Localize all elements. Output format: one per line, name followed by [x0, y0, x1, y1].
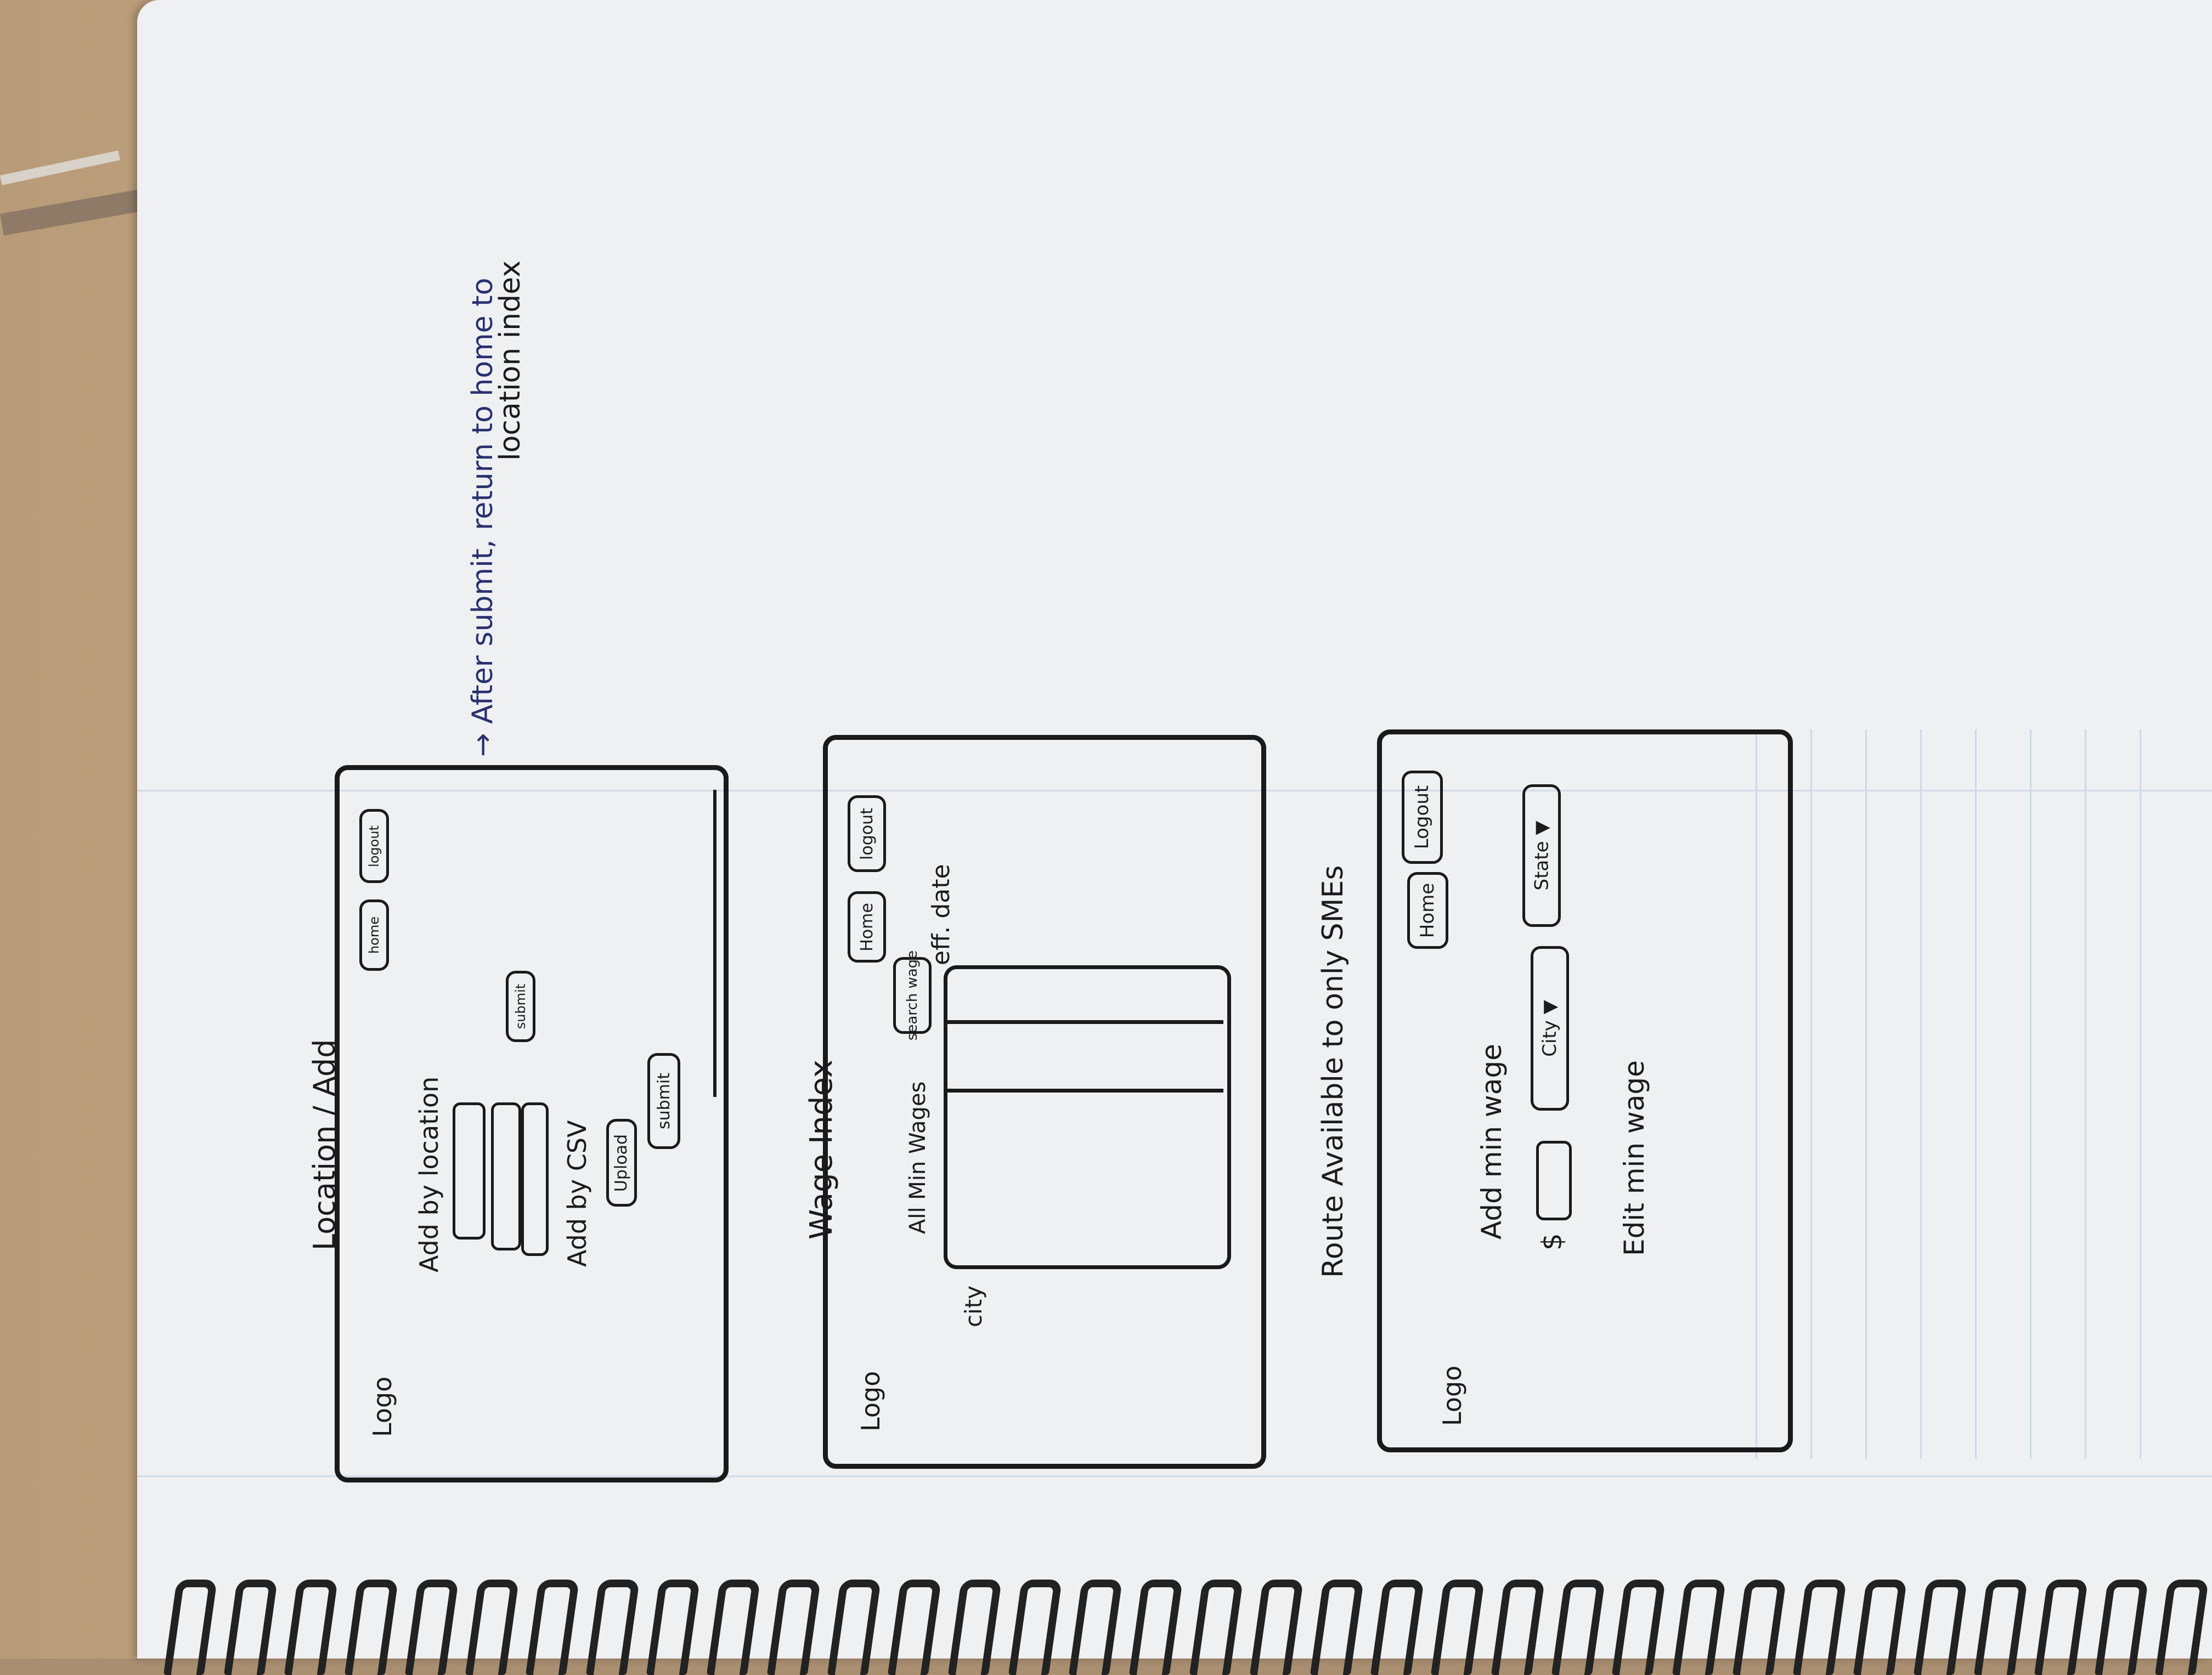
margin-line — [137, 790, 2212, 791]
page3-city-dropdown[interactable]: City ▼ — [1531, 946, 1569, 1111]
page1-submit-location-button[interactable]: submit — [506, 971, 535, 1042]
page3-state-dropdown[interactable]: State ▼ — [1522, 784, 1561, 927]
page3-edit-min-wage-label: Edit min wage — [1618, 1060, 1650, 1256]
page1-submit-csv-button[interactable]: submit — [647, 1053, 680, 1149]
ruled-line — [1975, 729, 1977, 1459]
notebook-page — [137, 0, 2212, 1659]
page2-wage-table — [944, 965, 1231, 1269]
page3-wage-input[interactable] — [1536, 1141, 1572, 1220]
page1-add-by-csv-label: Add by CSV — [562, 1120, 592, 1267]
page1-home-button[interactable]: home — [359, 899, 389, 971]
page1-location-field-1[interactable] — [453, 1102, 486, 1240]
margin-line — [137, 1475, 2212, 1477]
route-note: Route Available to only SMEs — [1317, 865, 1350, 1278]
page2-logo: Logo — [856, 1371, 885, 1431]
page2-home-button[interactable]: Home — [848, 891, 886, 963]
page3-add-min-wage-label: Add min wage — [1476, 1044, 1508, 1240]
ruled-line — [2140, 729, 2141, 1459]
page1-add-by-location-label: Add by location — [414, 1076, 444, 1272]
page2-logout-button[interactable]: logout — [848, 795, 886, 872]
page1-wireframe — [335, 765, 729, 1482]
note-location-index-text: location index — [494, 260, 527, 461]
page2-search-wage-button[interactable]: search wage — [893, 950, 932, 1040]
page1-upload-button[interactable]: Upload — [606, 1119, 637, 1207]
page3-logout-button[interactable]: Logout — [1402, 771, 1443, 864]
ruled-line — [2030, 729, 2032, 1459]
page2-all-min-wages-label: All Min Wages — [905, 1081, 930, 1234]
ruled-line — [1756, 729, 1757, 1459]
page1-scroll-line — [713, 790, 716, 1097]
ruled-line — [1920, 729, 1922, 1459]
ruled-line — [1865, 729, 1867, 1459]
page2-wireframe — [823, 735, 1266, 1469]
ruled-line — [2085, 729, 2086, 1459]
page2-table-row-divider — [944, 1020, 1223, 1024]
page1-location-field-3[interactable] — [521, 1102, 549, 1256]
page3-wireframe — [1377, 729, 1793, 1452]
page2-eff-date-annotation: eff. date — [927, 864, 955, 965]
page3-home-button[interactable]: Home — [1407, 872, 1448, 949]
ruled-line — [1810, 729, 1812, 1459]
page2-city-annotation: city — [960, 1285, 987, 1327]
page2-table-row-divider — [944, 1089, 1223, 1093]
page3-dollar-label: $ — [1536, 1233, 1568, 1250]
page1-logo: Logo — [368, 1376, 397, 1437]
page1-logout-button[interactable]: logout — [359, 809, 389, 883]
page1-location-field-2[interactable] — [491, 1102, 521, 1250]
page3-logo: Logo — [1437, 1365, 1467, 1426]
